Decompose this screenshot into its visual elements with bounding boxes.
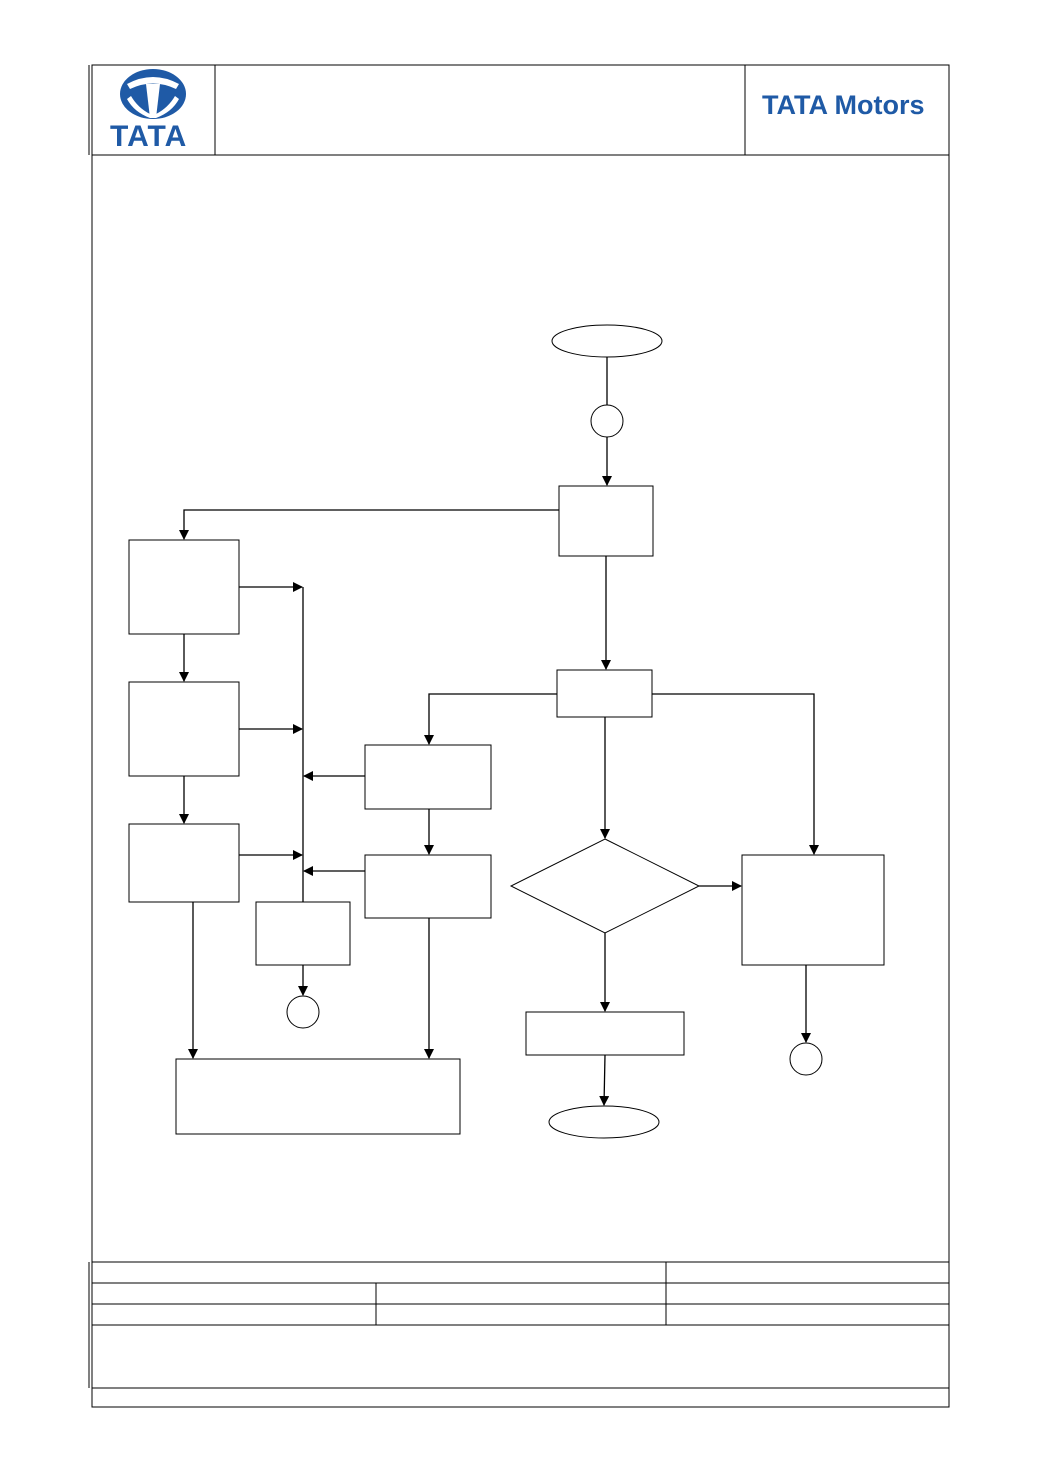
connector-left <box>286 995 320 1029</box>
footer-table <box>92 1261 949 1389</box>
end-terminator <box>548 1105 660 1139</box>
left-box-1 <box>128 539 240 635</box>
page-frame <box>88 64 950 1408</box>
process-box-top <box>558 485 654 557</box>
bottom-wide-box <box>175 1058 461 1135</box>
left-box-2 <box>128 681 240 777</box>
header-band <box>92 65 949 156</box>
tata-logo-icon <box>120 69 186 119</box>
logo-wordmark: TATA <box>110 120 188 153</box>
small-box <box>255 901 351 966</box>
brand-name: TATA Motors <box>762 90 925 120</box>
center-box-2 <box>364 854 492 919</box>
connector-right <box>789 1042 823 1076</box>
center-box-1 <box>364 744 492 810</box>
process-box-middle <box>556 669 653 718</box>
connector-top <box>590 404 624 438</box>
decision-diamond <box>509 838 701 934</box>
bottom-process-box <box>525 1011 685 1056</box>
flow-connectors <box>179 357 819 1106</box>
left-box-3 <box>128 823 240 903</box>
start-terminator <box>551 324 663 358</box>
right-box <box>741 854 885 966</box>
